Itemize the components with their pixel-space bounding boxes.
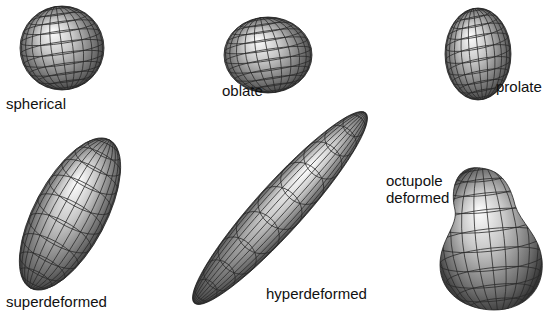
hyperdeformed-shape: [177, 97, 384, 319]
shape-label: superdeformed: [6, 293, 107, 310]
superdeformed-shape: [0, 123, 141, 305]
shape-label: oblate: [222, 82, 263, 99]
shape-label: spherical: [6, 95, 66, 112]
shape-label: prolate: [496, 78, 542, 95]
shape-label: octupole deformed: [386, 172, 458, 206]
shape-label: hyperdeformed: [266, 285, 367, 302]
oblate-shape: [217, 11, 319, 99]
spherical-shape: [15, 1, 110, 96]
octupole-pear-shape: [427, 160, 550, 320]
